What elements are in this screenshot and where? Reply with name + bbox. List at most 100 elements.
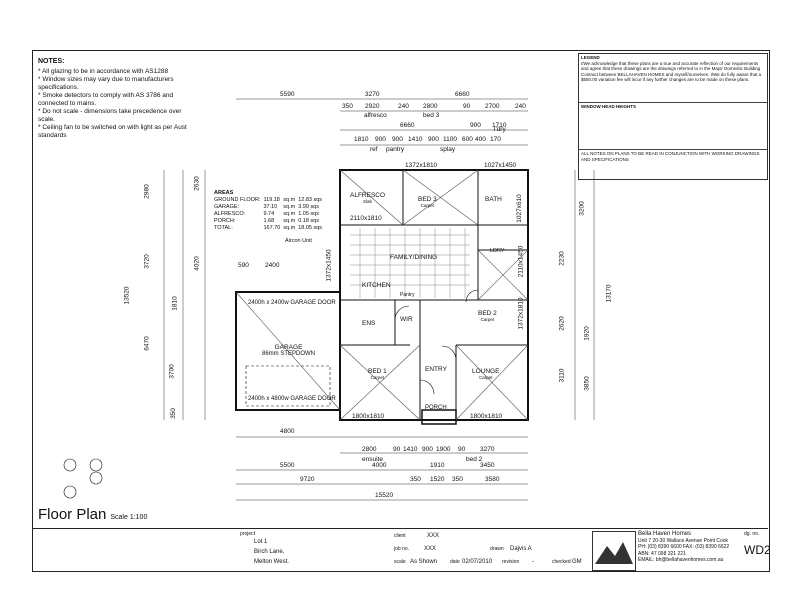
right-dim: 13170 (605, 284, 613, 303)
garage-dim: 2400 (265, 262, 280, 269)
window-heights-section: WINDOW HEAD HEIGHTS (579, 103, 767, 150)
aircon-unit-label: Aircon Unit (285, 238, 312, 244)
left-dim: 350 (169, 408, 177, 419)
bottom-dim: 3450 (480, 462, 495, 469)
garage-rear-door-label: 2400h x 2400w GARAGE DOOR (248, 300, 336, 306)
general-notes: NOTES: * All glazing to be in accordance… (38, 58, 188, 140)
room-kitchen: KITCHEN (362, 282, 391, 289)
job-value: XXX (424, 546, 437, 552)
area-unit: sq.m (283, 218, 296, 224)
legend-heading: LEGEND (581, 55, 600, 60)
company-details: Bella Haven Homes Unit 7 20-30 Wallace A… (638, 531, 730, 563)
north-point-symbols (63, 458, 103, 499)
garage-outline (235, 291, 341, 411)
top-dim: 900 (392, 136, 403, 143)
areas-heading: AREAS (214, 190, 234, 196)
bottom-dim: 350 (410, 476, 421, 483)
right-dim: 3850 (583, 376, 591, 391)
note-item: * All glazing to be in accordance with A… (38, 68, 169, 75)
top-dim: 6660 (400, 122, 415, 129)
right-dim: 2230 (558, 251, 566, 266)
porch-outline (421, 409, 457, 425)
date-value: 02/07/2010 (462, 559, 493, 565)
drawing-sheet-border (32, 50, 770, 572)
area-unit: sq.m (283, 197, 296, 203)
area-m2: 9.74 (263, 211, 275, 217)
tile-grid (350, 228, 470, 298)
room-laundry: LDRY (490, 248, 505, 254)
title-block: project Lot 1 Birch Lane, Melton West. c… (32, 528, 771, 571)
top-dim: 3270 (365, 91, 380, 98)
area-unit: sq.m (283, 211, 296, 217)
left-dim: 2630 (193, 176, 201, 191)
area-unit: sq.m (283, 225, 296, 231)
drawing-number: WD2 (744, 543, 771, 557)
top-dim: 6660 (455, 91, 470, 98)
room-porch: PORCH (425, 405, 447, 411)
area-m2: 37.10 (263, 204, 278, 210)
top-dim: 600 (462, 136, 473, 143)
drawing-scale: Scale 1:100 (110, 514, 148, 521)
acknowledgement-body: I/We acknowledge that these plans are a … (581, 60, 762, 83)
right-dim: 3110 (558, 368, 566, 383)
client-value: XXX (427, 533, 440, 539)
garage-dim: 4800 (280, 428, 295, 435)
date-label: date (450, 559, 460, 565)
right-dim: 3200 (578, 201, 586, 216)
top-dim-label: l'dry (494, 126, 506, 133)
top-dim: 2800 (423, 103, 438, 110)
top-dim: 900 (470, 122, 481, 129)
window-size: 1027x1450 (484, 162, 517, 169)
area-name: PORCH: (214, 218, 236, 224)
left-dim: 1810 (171, 296, 179, 311)
ceiling-diagonals (235, 169, 529, 421)
bottom-dim: 90 (393, 446, 401, 453)
top-dim: 400 (475, 136, 486, 143)
left-dim: 2980 (143, 184, 151, 199)
bottom-dim: 1520 (430, 476, 445, 483)
drawn-label: drawn (490, 546, 504, 552)
client-label: client (394, 533, 406, 539)
left-dim: 3720 (143, 254, 151, 269)
area-sq: 3.99 sqs (298, 204, 319, 210)
drawing-number-label: dg. no. (744, 531, 760, 537)
drawn-value: Dajvis A (510, 546, 532, 552)
area-m2: 167.70 (263, 225, 281, 231)
bottom-dim: 900 (422, 446, 433, 453)
garage-door-swing (245, 365, 331, 407)
bottom-dim-total: 15520 (375, 492, 394, 499)
area-sq: 0.18 sqs (298, 218, 319, 224)
top-dim: 1410 (408, 136, 423, 143)
room-entry: ENTRY (425, 366, 447, 373)
bottom-dim-label: bed 2 (466, 456, 483, 463)
drawing-title-text: Floor Plan (38, 506, 107, 523)
note-item: * Do not scale - dimensions take precede… (38, 108, 182, 123)
left-dim: 4020 (193, 256, 201, 271)
window-size: 1372x1810 (517, 297, 525, 330)
top-dim-label: pantry (386, 146, 405, 153)
bottom-dim: 3580 (485, 476, 500, 483)
room-pantry: Pantry (400, 292, 415, 298)
room-family-dining: FAMILY/DINING (390, 254, 438, 261)
room-bath: BATH (485, 196, 502, 203)
bottom-dim: 4000 (372, 462, 387, 469)
top-dim: 350 (342, 103, 353, 110)
acknowledgement-text: LEGEND I/We acknowledge that these plans… (579, 54, 767, 103)
area-name: TOTAL: (214, 225, 233, 231)
bottom-dim: 9720 (300, 476, 315, 483)
top-dim: 5590 (280, 91, 295, 98)
left-dim: 6470 (143, 336, 151, 351)
bottom-dim: 1900 (436, 446, 451, 453)
